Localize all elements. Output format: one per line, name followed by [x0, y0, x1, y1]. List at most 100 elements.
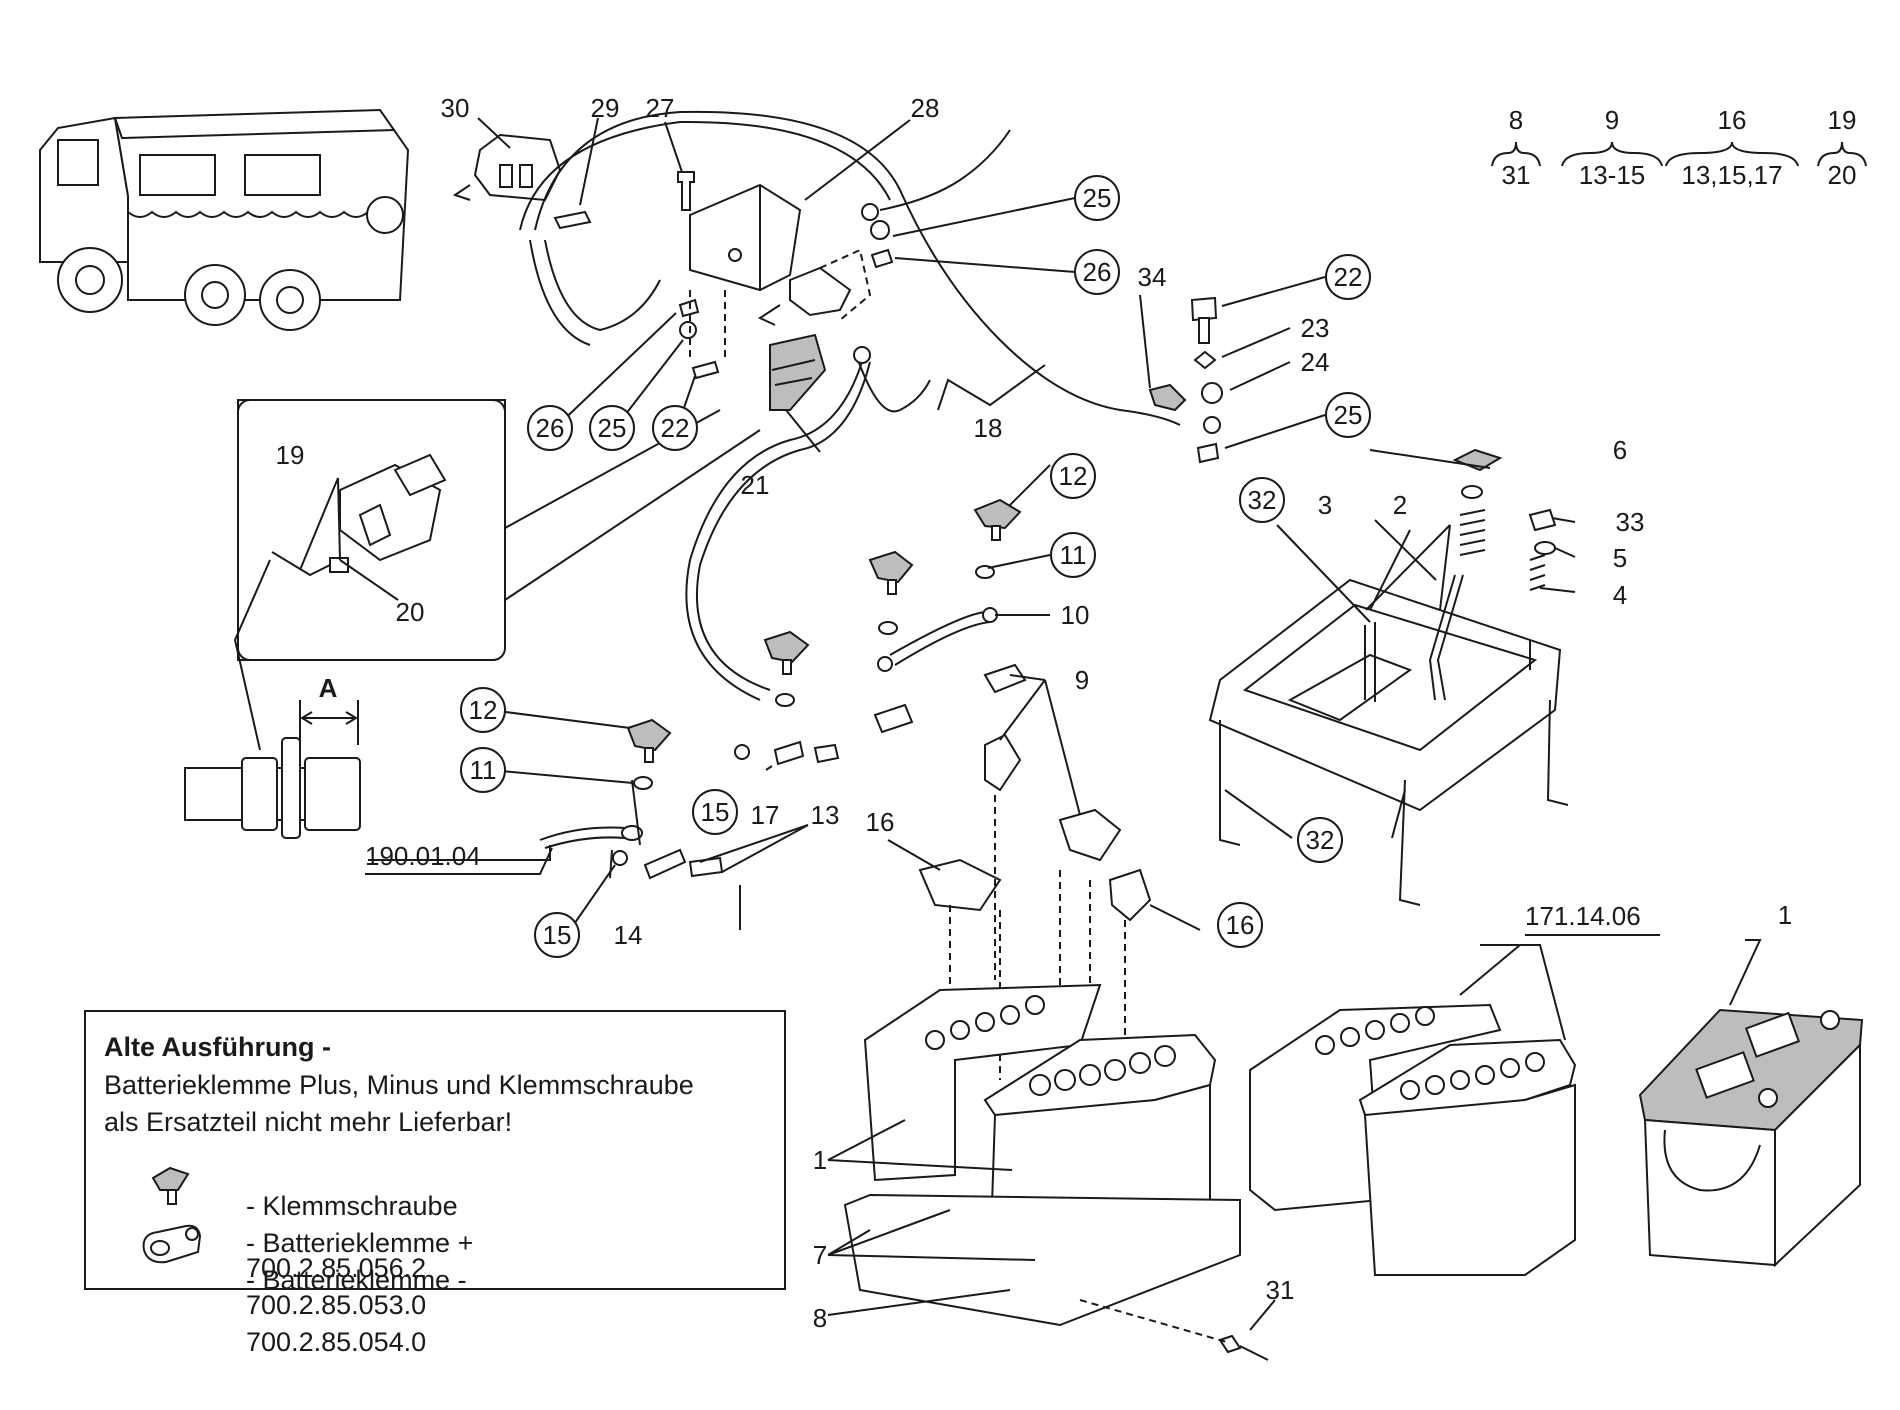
callout-19: 19 [276, 440, 305, 470]
bolt-31 [1218, 1334, 1242, 1354]
callout-1-left: 1 [813, 1145, 827, 1175]
svg-text:26: 26 [536, 413, 565, 443]
callout-25-right: 25 [1325, 392, 1371, 438]
plain-callouts: 30 29 27 28 34 23 24 18 21 6 3 2 33 5 4 … [276, 93, 1793, 1333]
callout-8: 8 [813, 1303, 827, 1333]
battery-reference: 171.14.06 [1525, 901, 1641, 931]
svg-text:25: 25 [598, 413, 627, 443]
legend-partno-screw: 700.2.85.056.2 [246, 1253, 427, 1283]
battery-tray [1208, 448, 1569, 906]
svg-text:16: 16 [1226, 910, 1255, 940]
leader-lines [299, 117, 1762, 1331]
svg-text:12: 12 [469, 695, 498, 725]
svg-text:11: 11 [1060, 540, 1087, 570]
callout-3: 3 [1318, 490, 1332, 520]
callout-18: 18 [974, 413, 1003, 443]
callout-12-left: 12 [460, 687, 506, 733]
group-2-top: 9 [1605, 105, 1619, 135]
relay-assembly [452, 110, 1181, 701]
callout-29: 29 [591, 93, 620, 123]
group-4-top: 19 [1828, 105, 1857, 135]
legend-row-minus: - Batterieklemme - 700.2.85.054.0 [216, 1234, 467, 1389]
callout-2: 2 [1393, 490, 1407, 520]
group-2-bottom: 13-15 [1579, 160, 1646, 190]
group-4-bottom: 20 [1828, 160, 1857, 190]
detail-label-a: A [319, 673, 338, 703]
callout-17: 17 [751, 800, 780, 830]
svg-text:25: 25 [1083, 183, 1112, 213]
note-title: Alte Ausführung - [104, 1032, 331, 1062]
callout-9: 9 [1075, 665, 1089, 695]
svg-text:32: 32 [1306, 825, 1335, 855]
legacy-version-note: Alte Ausführung - Batterieklemme Plus, M… [84, 1010, 786, 1357]
callout-31: 31 [1266, 1275, 1295, 1305]
callout-28: 28 [911, 93, 940, 123]
callout-22-lower: 22 [652, 405, 698, 451]
callout-33: 33 [1616, 507, 1645, 537]
callout-7: 7 [813, 1240, 827, 1270]
callout-5: 5 [1613, 543, 1627, 573]
svg-text:25: 25 [1334, 400, 1363, 430]
battery-caps-middle [1315, 1006, 1545, 1100]
detail-a-clamp: A [184, 673, 361, 839]
circled-callouts: 25 26 22 25 26 25 22 12 11 32 12 11 15 1… [460, 175, 1371, 958]
legend-row-plus: - Batterieklemme + 700.2.85.053.0 [216, 1197, 473, 1352]
callout-26-lower: 26 [527, 405, 573, 451]
callout-12-upper: 12 [1050, 453, 1096, 499]
callout-25-lower: 25 [589, 405, 635, 451]
note-line-2: als Ersatzteil nicht mehr Lieferbar! [104, 1107, 513, 1137]
bolt-31-shaft [1239, 1345, 1269, 1361]
terminal-hardware [539, 498, 1152, 1080]
callout-16-left: 16 [866, 807, 895, 837]
legend-partno-minus: 700.2.85.054.0 [246, 1327, 427, 1357]
callout-23: 23 [1301, 313, 1330, 343]
callout-27: 27 [646, 93, 675, 123]
legend-row-screw: - Klemmschraube 700.2.85.056.2 [216, 1160, 458, 1315]
svg-text:15: 15 [543, 920, 572, 950]
callout-10: 10 [1061, 600, 1090, 630]
cable-reference: 190.01.04 [365, 841, 481, 871]
callout-1-right: 1 [1778, 900, 1792, 930]
batteries [843, 983, 1864, 1327]
svg-text:22: 22 [1334, 262, 1363, 292]
callout-15-low: 15 [534, 912, 580, 958]
callout-13: 13 [811, 800, 840, 830]
callout-20: 20 [396, 597, 425, 627]
callout-25-upper: 25 [1074, 175, 1120, 221]
callout-32-upper: 32 [1239, 477, 1285, 523]
callout-22-right: 22 [1325, 254, 1371, 300]
callout-6: 6 [1613, 435, 1627, 465]
group-3-bottom: 13,15,17 [1681, 160, 1782, 190]
callout-26-upper: 26 [1074, 249, 1120, 295]
vehicle-illustration [39, 108, 410, 331]
group-1-top: 8 [1509, 105, 1523, 135]
callout-30: 30 [441, 93, 470, 123]
svg-text:11: 11 [470, 755, 497, 785]
callout-32-lower: 32 [1297, 817, 1343, 863]
battery-clamp-icon [142, 1224, 202, 1264]
callout-16-right: 16 [1217, 902, 1263, 948]
battery-caps-left [925, 995, 1176, 1096]
svg-text:15: 15 [701, 797, 730, 827]
legend-label-plus: - Batterieklemme + [246, 1228, 474, 1258]
clamp-screw-icon [151, 1166, 190, 1205]
callout-4: 4 [1613, 580, 1627, 610]
note-line-1: Batterieklemme Plus, Minus und Klemmschr… [104, 1070, 694, 1100]
callout-11-upper: 11 [1050, 532, 1096, 578]
callout-11-left: 11 [460, 747, 506, 793]
group-3-top: 16 [1718, 105, 1747, 135]
callout-14: 14 [614, 920, 643, 950]
reference-labels: 190.01.04 171.14.06 [365, 841, 1660, 936]
callout-15-mid: 15 [692, 789, 738, 835]
svg-text:12: 12 [1059, 461, 1088, 491]
group-1-bottom: 31 [1502, 160, 1531, 190]
detail-inset [233, 399, 761, 751]
hardware-right [1148, 296, 1223, 464]
svg-text:32: 32 [1248, 485, 1277, 515]
legend-partno-plus: 700.2.85.053.0 [246, 1290, 427, 1320]
svg-text:22: 22 [661, 413, 690, 443]
bolt-31-axis [1079, 1299, 1231, 1344]
group-references: 8 31 9 13-15 16 13,15,17 19 20 [1491, 105, 1867, 190]
callout-24: 24 [1301, 347, 1330, 377]
